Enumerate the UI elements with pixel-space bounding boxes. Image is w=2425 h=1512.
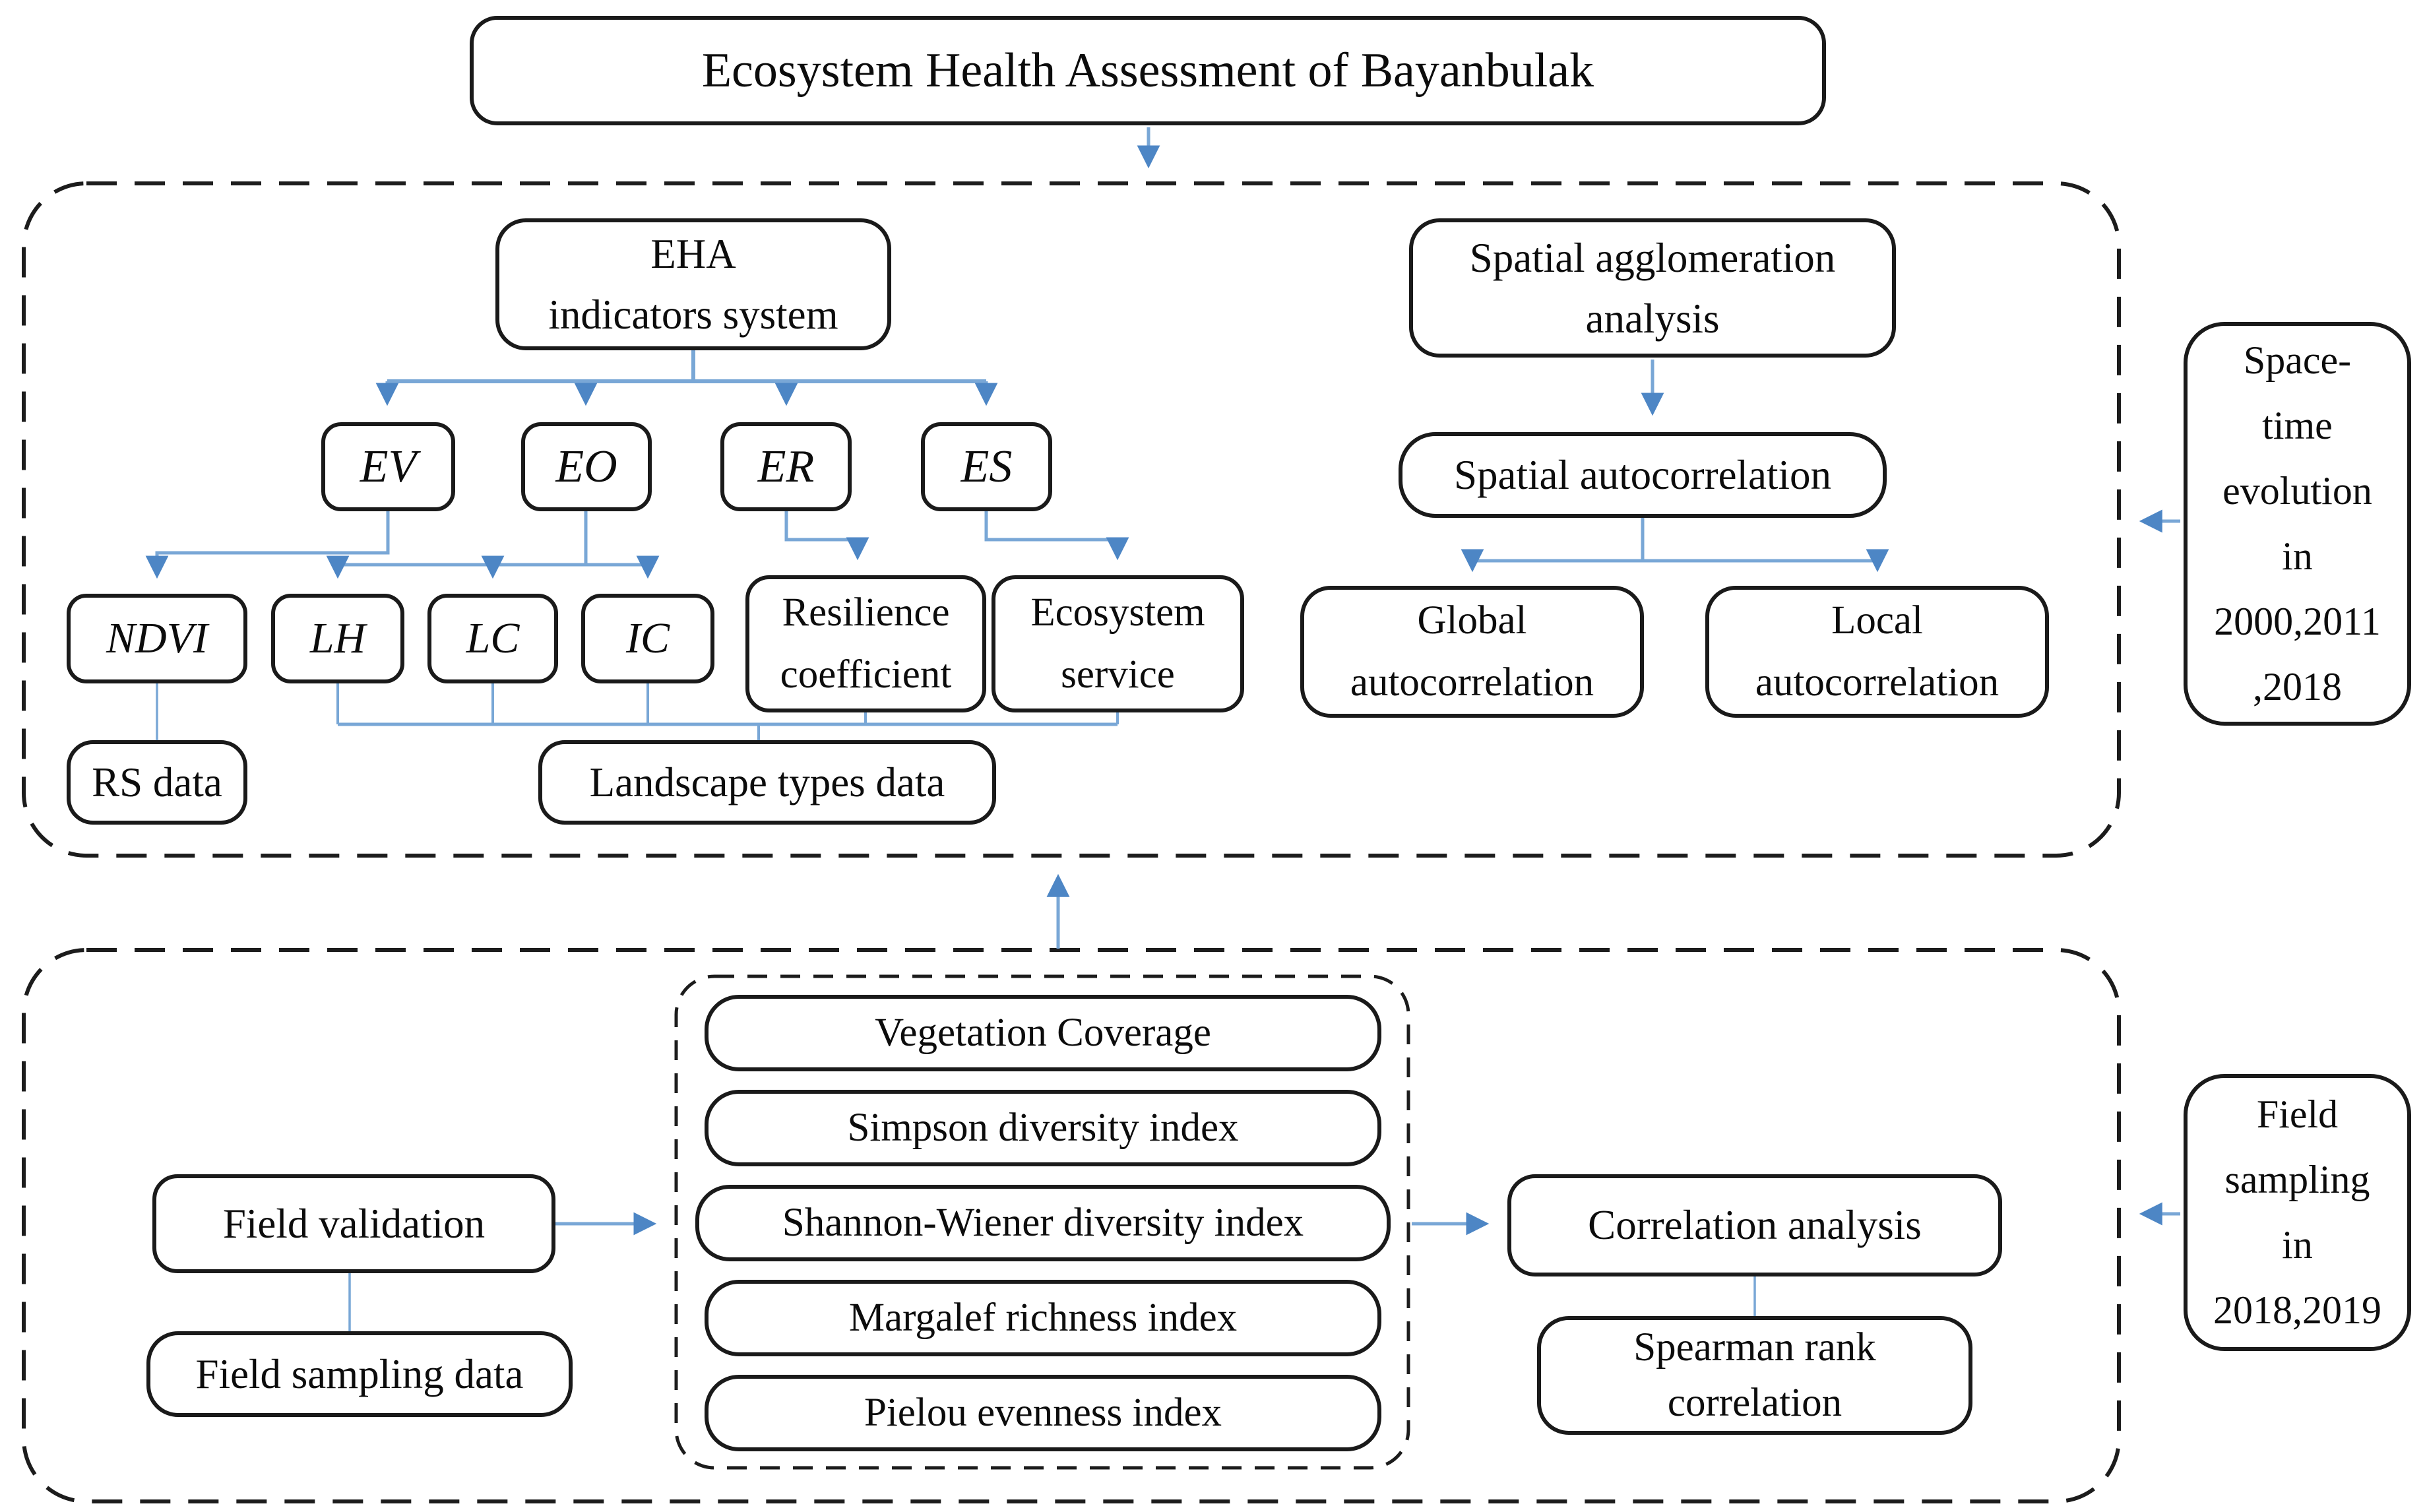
- shannon-wiener-diversity-box: Shannon-Wiener diversity index: [695, 1185, 1391, 1261]
- ecosystem-service-box: Ecosystem service: [992, 575, 1244, 712]
- ev-box: EV: [321, 422, 455, 511]
- vegetation-coverage-box: Vegetation Coverage: [705, 995, 1381, 1071]
- field-sampling-data-box: Field sampling data: [146, 1331, 573, 1417]
- ndvi-box: NDVI: [67, 594, 247, 683]
- simpson-diversity-box: Simpson diversity index: [705, 1090, 1381, 1166]
- spatial-autocorrelation-box: Spatial autocorrelation: [1399, 432, 1887, 518]
- lh-box: LH: [271, 594, 404, 683]
- er-box: ER: [720, 422, 852, 511]
- title-box: Ecosystem Health Assessment of Bayanbula…: [470, 16, 1826, 125]
- ic-box: IC: [581, 594, 714, 683]
- global-autocorrelation-box: Global autocorrelation: [1300, 586, 1644, 718]
- rs-data-box: RS data: [67, 740, 247, 825]
- eo-box: EO: [521, 422, 652, 511]
- indices-group-frame: [674, 974, 1410, 1470]
- lc-box: LC: [427, 594, 558, 683]
- field-sampling-years-box: Field sampling in 2018,2019: [2184, 1074, 2411, 1351]
- margalef-richness-box: Margalef richness index: [705, 1280, 1381, 1356]
- page-title: Ecosystem Health Assessment of Bayanbula…: [701, 43, 1594, 98]
- spatial-agglomeration-box: Spatial agglomeration analysis: [1409, 218, 1896, 358]
- pielou-evenness-box: Pielou evenness index: [705, 1375, 1381, 1451]
- landscape-types-data-box: Landscape types data: [538, 740, 996, 825]
- resilience-coefficient-box: Resilience coefficient: [745, 575, 986, 712]
- eha-indicators-box: EHA indicators system: [495, 218, 891, 350]
- es-box: ES: [921, 422, 1052, 511]
- field-validation-box: Field validation: [152, 1174, 555, 1273]
- local-autocorrelation-box: Local autocorrelation: [1705, 586, 2049, 718]
- correlation-analysis-box: Correlation analysis: [1507, 1174, 2002, 1276]
- upper-section-frame: [22, 181, 2121, 858]
- lower-section-frame: [22, 948, 2121, 1503]
- space-time-evolution-box: Space- time evolution in 2000,2011 ,2018: [2184, 322, 2411, 726]
- spearman-rank-correlation-box: Spearman rank correlation: [1537, 1316, 1972, 1435]
